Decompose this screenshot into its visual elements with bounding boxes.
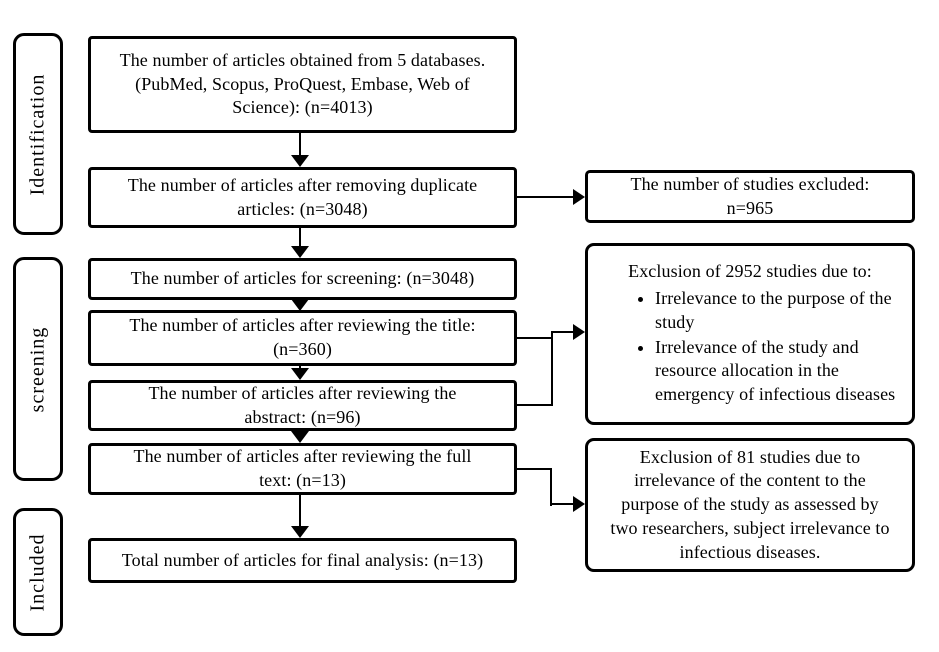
arrow-head-icon xyxy=(573,496,585,512)
arrow-down-databases-to-duplicates xyxy=(291,133,309,167)
arrow-head-icon xyxy=(573,324,585,340)
connector-title-stub xyxy=(517,337,553,339)
stage-screening-label: screening xyxy=(26,326,49,412)
box-excluded-fulltext-line3: purpose of the study as assessed by xyxy=(621,494,879,515)
box-databases-line3: Science): (n=4013) xyxy=(232,97,373,118)
arrow-down-title-to-abstract xyxy=(291,366,309,380)
box-excluded-screening: Exclusion of 2952 studies due to: Irrele… xyxy=(585,243,915,425)
box-screening: The number of articles for screening: (n… xyxy=(88,258,517,300)
arrow-down-screening-to-title xyxy=(291,299,309,311)
box-screening-line1: The number of articles for screening: (n… xyxy=(130,268,475,289)
stage-screening: screening xyxy=(13,257,63,481)
stage-identification: Identification xyxy=(13,33,63,235)
arrow-right-fulltext-to-exclusion xyxy=(550,496,585,512)
box-abstract-review: The number of articles after reviewing t… xyxy=(88,380,517,431)
stage-included: Included xyxy=(13,508,63,636)
box-excluded-screening-heading: Exclusion of 2952 studies due to: xyxy=(628,261,872,282)
box-databases-line1: The number of articles obtained from 5 d… xyxy=(119,49,486,70)
arrow-down-fulltext-to-final xyxy=(291,495,309,538)
box-duplicates-line2: articles: (n=3048) xyxy=(237,198,368,219)
arrow-head-icon xyxy=(573,189,585,205)
box-title-review-line2: (n=360) xyxy=(273,339,332,359)
box-final-analysis-line1: Total number of articles for final analy… xyxy=(121,549,484,570)
box-duplicates-removed: The number of articles after removing du… xyxy=(88,167,517,228)
arrow-right-duplicates-to-excluded xyxy=(517,189,585,205)
box-excluded-fulltext-line2: irrelevance of the content to the xyxy=(634,470,866,491)
box-title-review: The number of articles after reviewing t… xyxy=(88,310,517,366)
arrow-head-icon xyxy=(291,299,309,311)
exclusion-reason-item: Irrelevance to the purpose of the study xyxy=(655,287,897,335)
box-databases: The number of articles obtained from 5 d… xyxy=(88,36,517,133)
box-abstract-review-line1: The number of articles after reviewing t… xyxy=(148,382,457,403)
box-excluded-duplicates-line1: The number of studies excluded: xyxy=(630,173,870,194)
connector-fulltext-stub xyxy=(517,468,552,470)
box-excluded-fulltext-line1: Exclusion of 81 studies due to xyxy=(639,446,861,467)
stage-included-label: Included xyxy=(26,533,49,611)
box-fulltext-review-line2: text: (n=13) xyxy=(259,470,346,490)
stage-identification-label: Identification xyxy=(26,73,49,195)
arrow-head-icon xyxy=(291,431,309,443)
arrow-head-icon xyxy=(291,368,309,380)
box-fulltext-review-line1: The number of articles after reviewing t… xyxy=(133,446,472,467)
connector-screening-vertical xyxy=(551,331,553,406)
box-excluded-fulltext-line5: infectious diseases. xyxy=(679,541,821,562)
box-excluded-duplicates-line2: n=965 xyxy=(726,197,774,218)
connector-abstract-stub xyxy=(517,404,553,406)
arrow-right-screening-to-exclusion xyxy=(551,324,585,340)
box-databases-line2: (PubMed, Scopus, ProQuest, Embase, Web o… xyxy=(135,73,470,94)
arrow-head-icon xyxy=(291,526,309,538)
arrow-head-icon xyxy=(291,246,309,258)
box-final-analysis: Total number of articles for final analy… xyxy=(88,538,517,583)
box-fulltext-review: The number of articles after reviewing t… xyxy=(88,443,517,495)
box-excluded-fulltext-line4: two researchers, subject irrelevance to xyxy=(610,517,890,538)
arrow-head-icon xyxy=(291,155,309,167)
exclusion-reason-item: Irrelevance of the study and resource al… xyxy=(655,336,897,407)
connector-fulltext-vertical xyxy=(550,468,552,506)
box-excluded-fulltext: Exclusion of 81 studies due to irrelevan… xyxy=(585,438,915,572)
box-title-review-line1: The number of articles after reviewing t… xyxy=(129,315,476,336)
box-abstract-review-line2: abstract: (n=96) xyxy=(244,406,361,427)
exclusion-reason-list: Irrelevance to the purpose of the study … xyxy=(629,287,897,408)
arrow-down-abstract-to-fulltext xyxy=(291,431,309,443)
box-excluded-duplicates: The number of studies excluded: n=965 xyxy=(585,170,915,223)
box-duplicates-line1: The number of articles after removing du… xyxy=(127,174,478,195)
arrow-down-duplicates-to-screening xyxy=(291,228,309,258)
